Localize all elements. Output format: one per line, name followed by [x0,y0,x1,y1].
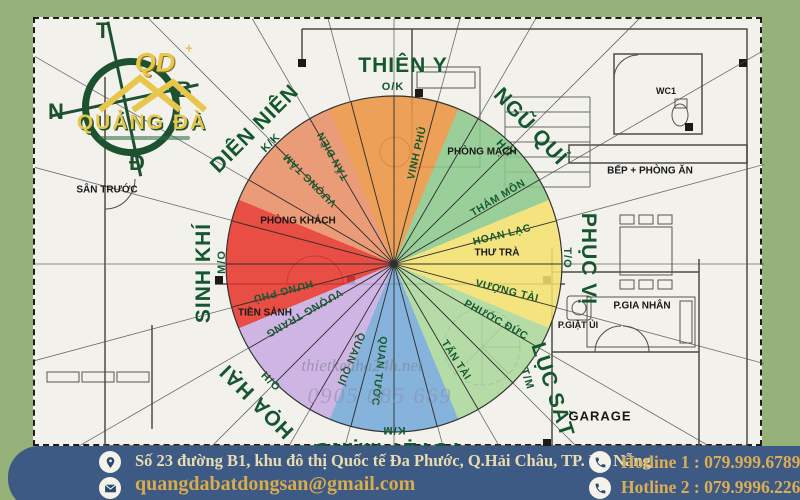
floor-plan-area [33,17,764,448]
logo-tagline-bar [98,136,190,140]
room-label-p-gia-nhan: P.GIA NHÂN [613,300,671,312]
logo-monogram: QD [134,47,176,78]
room-label-bep-phong-an: BẾP + PHÒNG ĂN [607,165,693,177]
compass-letter-top: T [96,18,110,43]
compass-letter-bottom: Đ [129,150,145,175]
palace-label-phuc-vi: PHỤC VỊ [577,212,600,306]
phone-icon-1 [589,451,611,473]
location-pin-icon [99,451,121,473]
room-label-san-truoc: SÂN TRƯỚC [76,184,138,196]
logo-brand-name: QUẢNG ĐÀ [76,111,208,134]
room-label-phong-mach: PHÒNG MẠCH [447,146,517,158]
palace-code-tuyet-mang: K/M [382,424,406,436]
logo-roof-icon [98,74,207,113]
company-logo: T N B Đ QD + QUẢNG ĐÀ [40,8,250,177]
palace-label-sinh-khi: SINH KHÍ [192,222,215,324]
room-label-thu-tra: THƯ TRÀ [474,247,520,259]
phone-icon-2 [589,477,611,499]
compass-letter-left: N [48,99,64,124]
room-label-wc1: WC1 [656,86,676,96]
room-label-garage: GARAGE [568,408,632,424]
address-text: Số 23 đường B1, khu đô thị Quốc tế Đa Ph… [135,451,651,470]
compass-rays-sectors [225,95,563,433]
watermark-site: thietkenha24h.net [301,356,423,375]
palace-code-sinh-khi: M/O [216,250,228,274]
palace-label-thien-y: THIÊN Y [358,54,448,77]
room-label-p-giat-ui: P.GIẶT ỦI [557,320,599,330]
logo-star-mark: + [185,40,193,56]
palace-code-thien-y: O/K [381,81,405,93]
contact-bar: Số 23 đường B1, khu đô thị Quốc tế Đa Ph… [8,446,800,500]
room-label-phong-khach: PHÒNG KHÁCH [260,215,336,227]
room-label-tien-sanh: TIỀN SẢNH [238,307,292,319]
hotline2-text: Hotline 2 : 079.9996.226 [621,477,800,497]
watermark-phone: 0905 085 669 [307,383,453,408]
email-icon [99,477,121,499]
hotline1-text: Hotline 1 : 079.999.6789 [621,452,800,472]
palace-code-phuc-vi: T/O [561,247,573,269]
email-text: quangdabatdongsan@gmail.com [135,473,416,495]
